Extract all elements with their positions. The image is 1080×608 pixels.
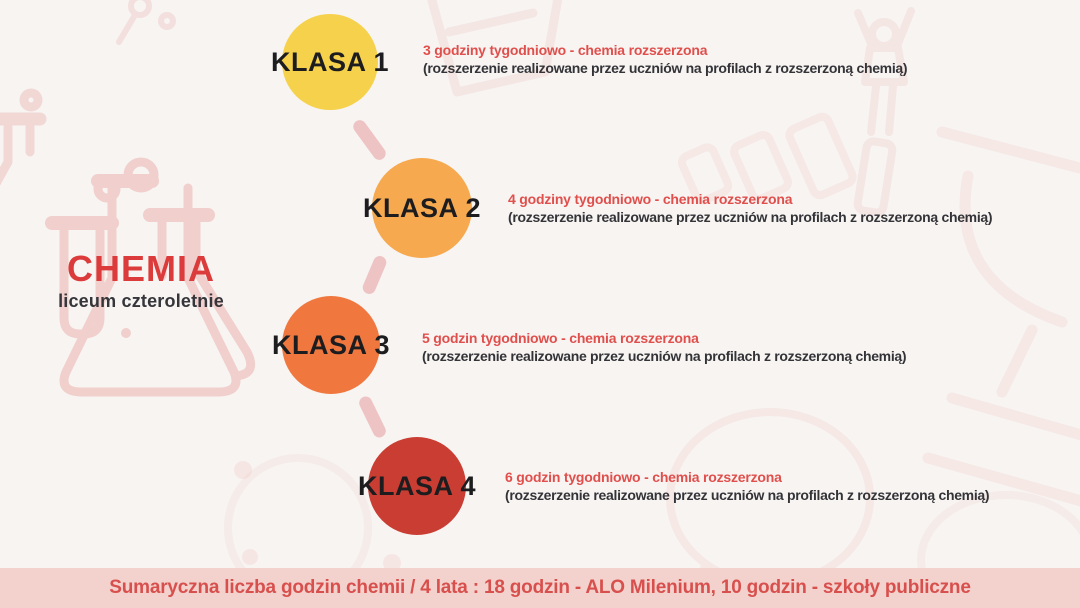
podium-icon [677,112,857,205]
klasa-4-note: (rozszerzenie realizowane przez uczniów … [505,487,990,503]
connector-dash-1 [350,117,389,163]
klasa-2-note: (rozszerzenie realizowane przez uczniów … [508,209,993,225]
connector-dash-2 [360,254,389,296]
summary-bar: Sumaryczna liczba godzin chemii / 4 lata… [0,568,1080,608]
connector-dash-3 [357,394,388,440]
klasa-4-circle: KLASA 4 [358,437,476,535]
klasa-4-label: KLASA 4 [358,470,477,501]
title-block: CHEMIA liceum czteroletnie [38,250,244,312]
klasa-4-description: 6 godzin tygodniowo - chemia rozszerzona… [505,469,990,503]
page-title: CHEMIA [67,248,215,289]
klasa-1-label: KLASA 1 [271,46,390,77]
klasa-2-description: 4 godziny tygodniowo - chemia rozszerzon… [508,191,993,225]
klasa-1-circle: KLASA 1 [271,14,389,110]
trophy-icon [922,126,1080,507]
summary-text: Sumaryczna liczba godzin chemii / 4 lata… [109,577,971,598]
klasa-1-description: 3 godziny tygodniowo - chemia rozszerzon… [423,42,908,76]
klasa-3-note: (rozszerzenie realizowane przez uczniów … [422,348,907,364]
klasa-3-circle: KLASA 3 [272,296,390,394]
klasa-1-note: (rozszerzenie realizowane przez uczniów … [423,60,908,76]
page-subtitle: liceum czteroletnie [58,290,224,311]
molecule-icon [116,0,176,45]
klasa-2-label: KLASA 2 [363,192,482,223]
klasa-3-hours: 5 godzin tygodniowo - chemia rozszerzona [422,330,699,346]
bubble-icon [123,157,159,193]
klasa-1-hours: 3 godziny tygodniowo - chemia rozszerzon… [423,42,708,58]
klasa-3-description: 5 godzin tygodniowo - chemia rozszerzona… [422,330,907,364]
klasa-4-hours: 6 godzin tygodniowo - chemia rozszerzona [505,469,782,485]
klasa-2-circle: KLASA 2 [363,158,481,258]
flask-icon [0,88,47,186]
klasa-3-label: KLASA 3 [272,329,391,360]
klasa-2-hours: 4 godziny tygodniowo - chemia rozszerzon… [508,191,793,207]
bubble-icon [19,88,43,112]
bubble-icon [93,175,121,203]
